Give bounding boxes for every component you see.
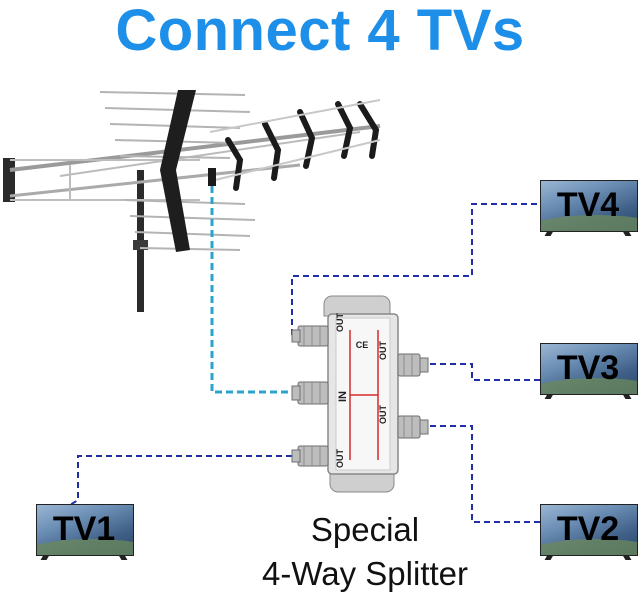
tv3-label: TV3 — [556, 349, 620, 387]
svg-text:CE: CE — [356, 340, 369, 350]
antenna-icon — [3, 90, 381, 312]
tv4-screen — [540, 180, 638, 232]
tv2-label: TV2 — [556, 510, 620, 548]
antenna-cable — [210, 186, 300, 394]
tv3: TV3 — [540, 343, 638, 401]
tv1-label: TV1 — [52, 510, 116, 548]
tv2: TV2 — [540, 504, 638, 562]
caption-line-2: 4-Way Splitter — [262, 555, 468, 592]
cable-tv1 — [69, 455, 302, 506]
headline: Connect 4 TVs — [115, 0, 525, 63]
caption-line-1: Special — [310, 511, 420, 548]
tv4-label: TV4 — [556, 186, 620, 224]
splitter-port-label-out-4: OUT — [335, 449, 345, 469]
tv1: TV1 — [36, 504, 134, 562]
splitter-icon: CE OUT IN OUT OUT OUT — [291, 295, 429, 493]
splitter-port-label-in: IN — [337, 391, 349, 402]
tv4: TV4 — [540, 180, 638, 238]
tv3-screen — [540, 343, 638, 395]
splitter-port-label-out-3: OUT — [378, 405, 388, 425]
cable-tv4 — [291, 203, 540, 336]
splitter-port-label-out-2: OUT — [378, 341, 388, 361]
cable-tv2 — [420, 425, 540, 523]
tv1-screen — [36, 504, 134, 556]
tv2-screen — [540, 504, 638, 556]
cable-tv3 — [420, 363, 540, 381]
splitter-port-label-out-1: OUT — [335, 313, 345, 333]
